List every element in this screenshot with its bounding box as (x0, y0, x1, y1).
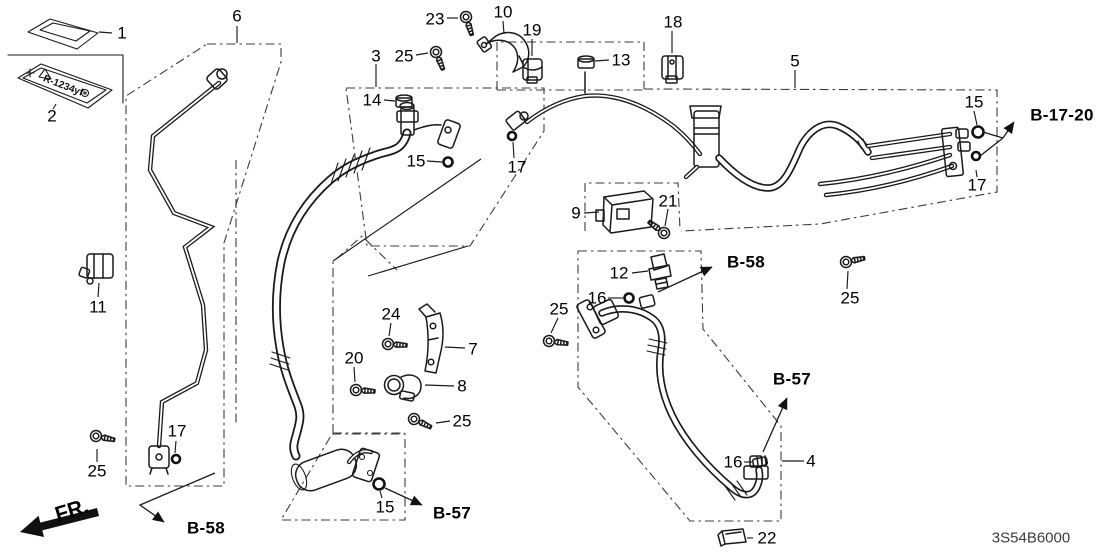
bolt-25 (838, 251, 867, 270)
callout-21[interactable]: 21 (658, 191, 678, 211)
b-58-arrow (657, 266, 713, 293)
o-ring-15 (971, 125, 985, 139)
b-57-arrow (384, 487, 423, 506)
callout-19[interactable]: 19 (522, 20, 542, 40)
hose-4-flange (576, 298, 620, 339)
callout-10[interactable]: 10 (493, 2, 513, 22)
callout-25[interactable]: 25 (549, 299, 569, 319)
suction-hose-4 (576, 298, 769, 501)
ref-b-58[interactable]: B-58 (186, 518, 226, 538)
callout-25[interactable]: 25 (840, 288, 860, 308)
clip-22 (717, 528, 747, 547)
ac-sensor-9 (595, 190, 654, 234)
bolt-21 (644, 216, 673, 242)
ac-pipe-assembly-5 (505, 71, 971, 198)
callout-12[interactable]: 12 (609, 263, 629, 283)
cap-14 (395, 94, 413, 108)
refrigerant-caution-label (7, 54, 124, 109)
o-ring-16 (623, 292, 635, 304)
hose-ribs (269, 147, 371, 371)
connector-block (683, 105, 722, 180)
callout-15[interactable]: 15 (375, 497, 395, 517)
bracket-10 (476, 31, 530, 73)
receiver-pipe-6 (147, 68, 228, 475)
callout-13[interactable]: 13 (611, 50, 631, 70)
callout-23[interactable]: 23 (425, 9, 445, 29)
callout-25[interactable]: 25 (394, 46, 414, 66)
o-ring-17 (970, 150, 982, 162)
pressure-sensor-12 (648, 253, 672, 290)
bolt-25 (428, 44, 449, 73)
callout-7[interactable]: 7 (468, 339, 478, 359)
snowflake-icon (25, 68, 35, 78)
bolt-23 (458, 9, 478, 38)
o-ring-17 (506, 130, 518, 142)
callout-16[interactable]: 16 (723, 452, 743, 472)
b-58-arrow (138, 472, 216, 523)
suction-hose-3 (269, 101, 461, 492)
o-ring-15 (372, 477, 386, 491)
dashed-boxes (125, 41, 998, 522)
bolt-25 (88, 428, 117, 447)
bolt-24 (381, 337, 409, 352)
fr-direction-arrow (20, 508, 99, 537)
b-57-arrow (762, 397, 788, 453)
callout-8[interactable]: 8 (457, 376, 467, 396)
bolt-20 (349, 383, 377, 398)
o-ring-17 (170, 453, 182, 465)
callout-15[interactable]: 15 (964, 92, 984, 112)
callout-6[interactable]: 6 (232, 6, 242, 26)
reference-arrows (138, 121, 1015, 523)
callout-25[interactable]: 25 (452, 411, 472, 431)
leader-lines (52, 17, 978, 539)
bolt-25 (405, 410, 435, 434)
callout-11[interactable]: 11 (89, 297, 107, 317)
callout-17[interactable]: 17 (167, 421, 187, 441)
valve-core-16 (638, 294, 769, 468)
o-ring-15 (442, 156, 454, 168)
ref-b-58[interactable]: B-58 (726, 252, 766, 272)
hose-4-ribs (646, 338, 748, 501)
callout-22[interactable]: 22 (757, 528, 777, 548)
callout-25[interactable]: 25 (87, 461, 107, 481)
callout-1[interactable]: 1 (117, 23, 127, 43)
gear-icon (80, 88, 90, 98)
detail-connector-lines (332, 158, 482, 277)
ref-b-17-20[interactable]: B-17-20 (1030, 105, 1094, 125)
pipe-5-left-fitting (505, 110, 529, 131)
callout-17[interactable]: 17 (507, 157, 527, 177)
callout-5[interactable]: 5 (790, 51, 800, 71)
muffler (290, 447, 381, 492)
double-pipe-end (817, 126, 971, 198)
callout-20[interactable]: 20 (344, 348, 364, 368)
clamp-19 (522, 58, 543, 84)
o-rings (170, 125, 985, 491)
ref-b-57[interactable]: B-57 (432, 503, 472, 523)
warning-triangle-icon (38, 68, 52, 80)
clamp-8 (383, 374, 422, 402)
caution-label-blank (27, 18, 99, 50)
callout-17[interactable]: 17 (967, 175, 987, 195)
callout-18[interactable]: 18 (663, 12, 683, 32)
callout-14[interactable]: 14 (362, 90, 382, 110)
ref-b-57[interactable]: B-57 (772, 369, 812, 389)
callout-2[interactable]: 2 (47, 106, 57, 126)
b-17-20-arrow (1002, 121, 1015, 139)
callout-24[interactable]: 24 (381, 304, 401, 324)
callout-15[interactable]: 15 (406, 151, 426, 171)
diagram-code: 3S54B6000 (991, 529, 1071, 547)
clamp-18 (661, 55, 684, 84)
callout-16[interactable]: 16 (587, 288, 607, 308)
callout-3[interactable]: 3 (371, 46, 381, 66)
bolt-25 (542, 334, 570, 350)
cap-13 (577, 55, 595, 69)
bracket-7 (418, 303, 444, 374)
clamp-11 (78, 253, 114, 285)
callout-4[interactable]: 4 (806, 451, 816, 471)
callout-9[interactable]: 9 (571, 203, 581, 223)
